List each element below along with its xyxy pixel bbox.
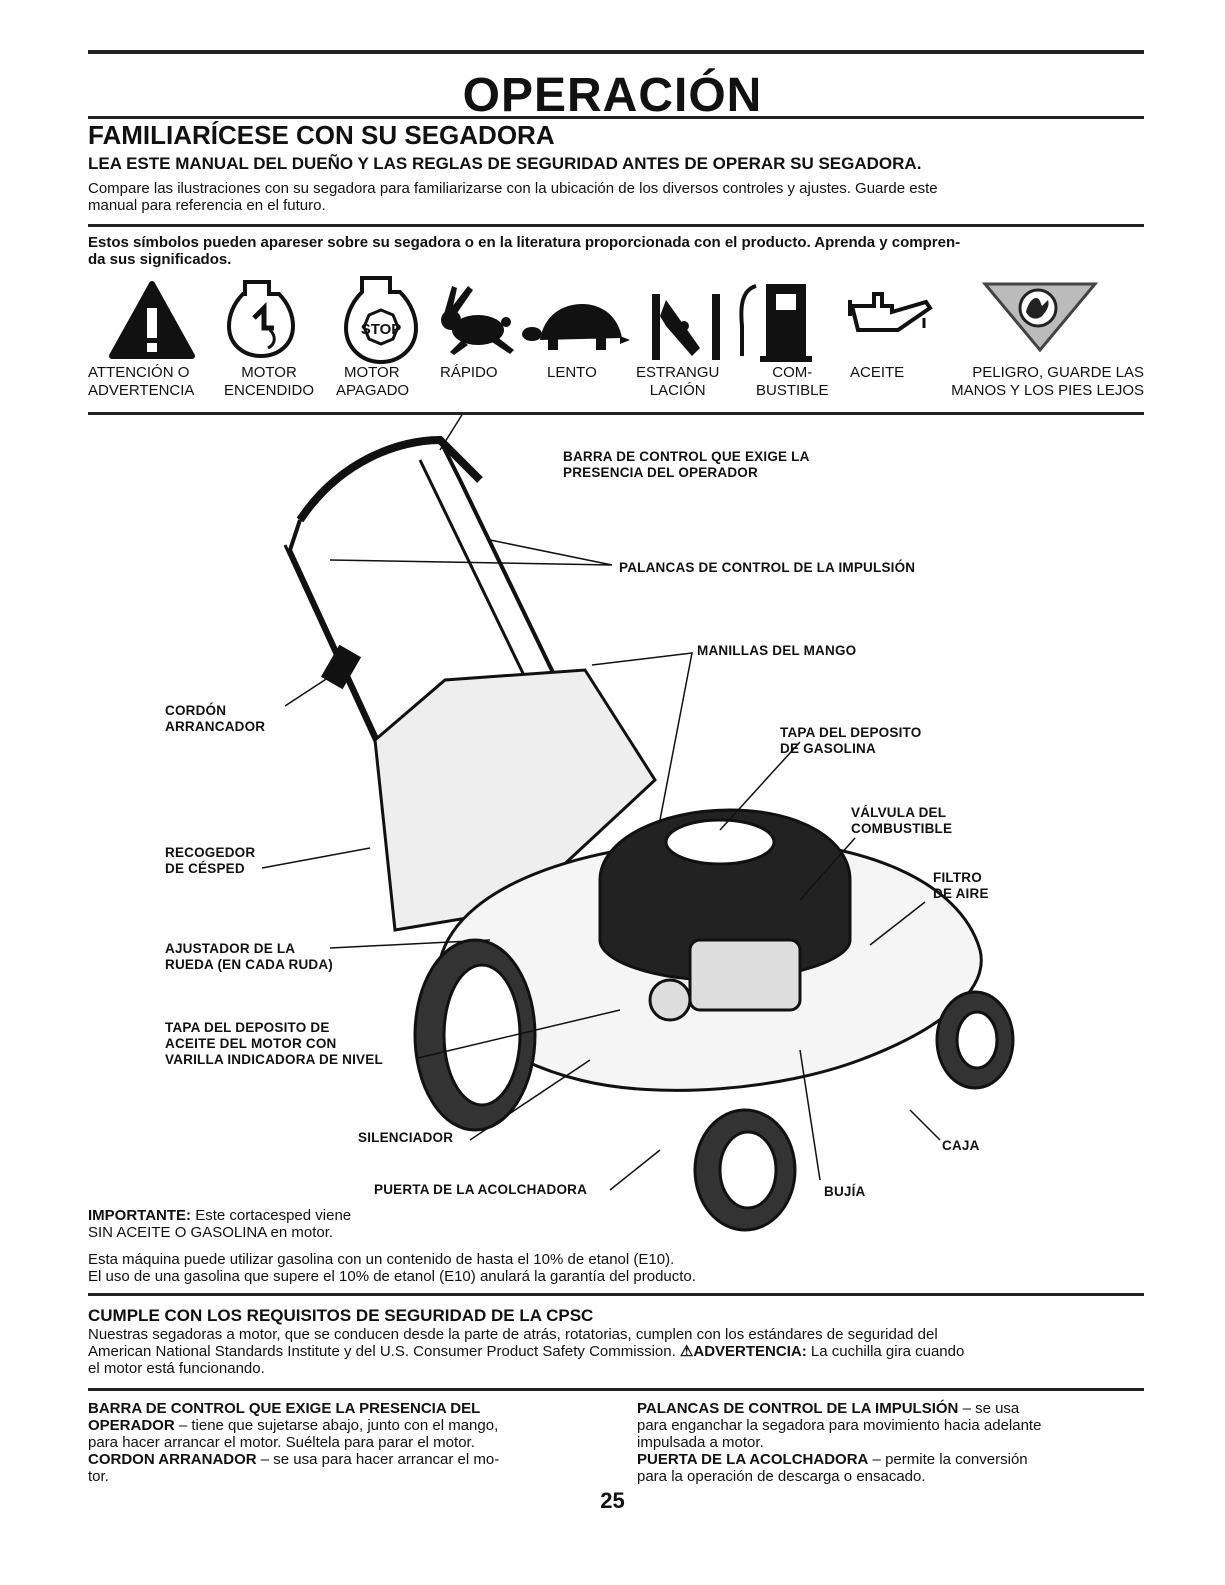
warning-triangle-icon bbox=[109, 281, 195, 359]
ethanol-line-1: Esta máquina puede utilizar gasolina con… bbox=[88, 1251, 675, 1268]
choke-icon bbox=[652, 294, 720, 360]
def-desc-drive-levers-2: impulsada a motor. bbox=[637, 1434, 764, 1451]
callout-housing: CAJA bbox=[942, 1138, 980, 1153]
section-subheading: LEA ESTE MANUAL DEL DUEÑO Y LAS REGLAS D… bbox=[88, 154, 922, 173]
important-note: IMPORTANTE: Este cortacesped viene SIN A… bbox=[88, 1207, 351, 1241]
callout-handle-knobs: MANILLAS DEL MANGO bbox=[697, 643, 857, 658]
cpsc-line-3: el motor está funcionando. bbox=[88, 1360, 265, 1377]
engine-stop-icon: STOP bbox=[343, 276, 419, 365]
def-desc-drive-levers: para enganchar la segadora para movimien… bbox=[637, 1417, 1042, 1434]
cpsc-section: CUMPLE CON LOS REQUISITOS DE SEGURIDAD D… bbox=[88, 1306, 1148, 1377]
page-number: 25 bbox=[600, 1488, 625, 1513]
callout-mulch-door: PUERTA DE LA ACOLCHADORA bbox=[374, 1182, 588, 1197]
def-term-drive-levers: PALANCAS DE CONTROL DE LA IMPULSIÓN bbox=[637, 1400, 959, 1417]
ethanol-line-2: El uso de una gasolina que supere el 10%… bbox=[88, 1268, 696, 1285]
symbol-label-oil: ACEITE bbox=[850, 364, 905, 381]
def-desc-mulch-door: para la operación de descarga o ensacado… bbox=[637, 1468, 926, 1485]
callout-muffler: SILENCIADOR bbox=[358, 1130, 454, 1145]
symbols-intro-line-2: da sus significados. bbox=[88, 251, 232, 268]
intro-rule bbox=[88, 224, 1144, 227]
definitions-right: PALANCAS DE CONTROL DE LA IMPULSIÓN – se… bbox=[637, 1400, 1147, 1485]
cpsc-line-1: Nuestras segadoras a motor, que se condu… bbox=[88, 1326, 938, 1343]
stop-label: STOP bbox=[361, 321, 402, 338]
intro-line-1: Compare las ilustraciones con su segador… bbox=[88, 180, 938, 197]
symbol-label-slow: LENTO bbox=[547, 364, 597, 381]
top-rule bbox=[88, 50, 1144, 54]
symbols-row: STOP bbox=[109, 276, 1099, 365]
symbol-label-fast: RÁPIDO bbox=[440, 364, 498, 381]
symbol-label-fuel: COM-BUSTIBLE bbox=[756, 364, 829, 399]
oil-can-icon bbox=[848, 292, 933, 332]
cpsc-line-2: American National Standards Institute y … bbox=[88, 1343, 965, 1360]
important-text-2: SIN ACEITE O GASOLINA en motor. bbox=[88, 1224, 334, 1241]
def-term-operator-bar-2: OPERADOR bbox=[88, 1417, 175, 1434]
def-desc-starter-cord: tor. bbox=[88, 1468, 109, 1485]
ethanol-note: Esta máquina puede utilizar gasolina con… bbox=[88, 1251, 696, 1285]
cpsc-rule bbox=[88, 1388, 1144, 1391]
def-term-operator-bar: BARRA DE CONTROL QUE EXIGE LA PRESENCIA … bbox=[88, 1400, 481, 1417]
title-rule bbox=[88, 116, 1144, 119]
turtle-icon bbox=[522, 304, 630, 350]
symbols-intro-line-1: Estos símbolos pueden apareser sobre su … bbox=[88, 234, 961, 251]
cpsc-heading: CUMPLE CON LOS REQUISITOS DE SEGURIDAD D… bbox=[88, 1306, 594, 1325]
symbols-rule bbox=[88, 412, 1144, 415]
callout-drive-levers: PALANCAS DE CONTROL DE LA IMPULSIÓN bbox=[619, 560, 916, 575]
callout-spark-plug: BUJÍA bbox=[824, 1184, 866, 1199]
engine-start-icon bbox=[226, 280, 296, 359]
definitions-left: BARRA DE CONTROL QUE EXIGE LA PRESENCIA … bbox=[88, 1400, 608, 1485]
warning-label: ⚠ADVERTENCIA: bbox=[679, 1343, 807, 1360]
ethanol-rule bbox=[88, 1293, 1144, 1296]
symbols-intro: Estos símbolos pueden apareser sobre su … bbox=[88, 234, 1148, 268]
intro-text: Compare las ilustraciones con su segador… bbox=[88, 180, 1148, 214]
hand-danger-icon bbox=[981, 282, 1099, 353]
intro-line-2: manual para referencia en el futuro. bbox=[88, 197, 326, 214]
def-term-mulch-door: PUERTA DE LA ACOLCHADORA bbox=[637, 1451, 869, 1468]
important-label: IMPORTANTE: bbox=[88, 1207, 192, 1224]
section-heading: FAMILIARÍCESE CON SU SEGADORA bbox=[88, 120, 555, 150]
def-term-starter-cord: CORDON ARRANADOR bbox=[88, 1451, 257, 1468]
important-text: Este cortacesped viene bbox=[191, 1207, 352, 1224]
page-title: OPERACIÓN bbox=[462, 69, 763, 122]
rabbit-icon bbox=[441, 286, 514, 355]
def-desc-operator-bar: para hacer arrancar el motor. Suéltela p… bbox=[88, 1434, 475, 1451]
mower-illustration bbox=[261, 415, 1015, 1232]
fuel-pump-icon bbox=[739, 284, 812, 362]
